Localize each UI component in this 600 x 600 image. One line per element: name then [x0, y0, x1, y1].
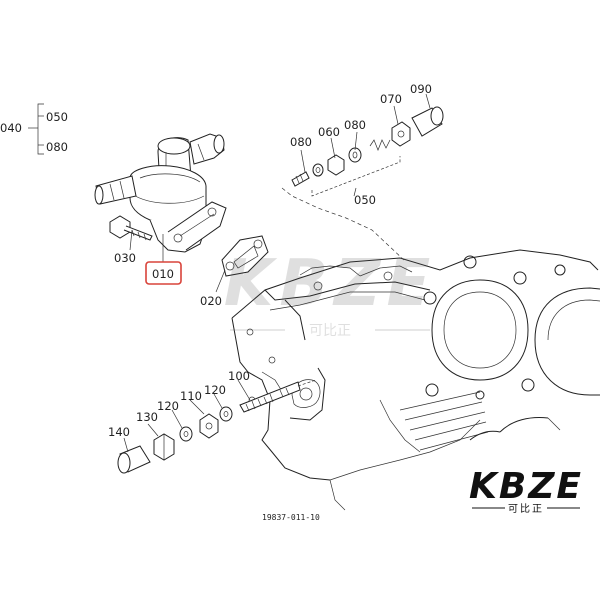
- part-labels: 040 050 080 010 030 020 080 060 080 070 …: [0, 82, 432, 439]
- part-label-050: 050: [46, 110, 68, 124]
- gasket-020: [221, 235, 269, 277]
- fitting-group-050: [281, 106, 444, 261]
- part-label-100: 100: [228, 369, 250, 383]
- part-label-050: 050: [354, 193, 376, 207]
- part-label-080: 080: [344, 118, 366, 132]
- part-label-080: 080: [46, 140, 68, 154]
- watermark: KBZE 可比正: [224, 247, 437, 339]
- part-label-060: 060: [318, 125, 340, 139]
- leader-lines-upper: [129, 93, 431, 293]
- bracket-040: [28, 103, 44, 155]
- part-label-090: 090: [410, 82, 432, 96]
- part-label-080: 080: [290, 135, 312, 149]
- logo-subtext: 可比正: [508, 503, 544, 515]
- leader-lines-lower: [123, 379, 251, 453]
- fitting-group-lower: [117, 379, 317, 474]
- part-label-020: 020: [200, 294, 222, 308]
- logo-text: KBZE: [469, 466, 583, 507]
- part-label-070: 070: [380, 92, 402, 106]
- part-label-120: 120: [204, 383, 226, 397]
- part-label-110: 110: [180, 389, 202, 403]
- watermark-text: KBZE: [224, 247, 437, 321]
- bolt-030: [109, 215, 153, 241]
- part-label-140: 140: [108, 425, 130, 439]
- highlight-box-010: [145, 261, 182, 285]
- brand-logo: KBZE 可比正: [469, 466, 583, 515]
- part-label-130: 130: [136, 410, 158, 424]
- part-label-120: 120: [157, 399, 179, 413]
- fuel-pump-assembly: [94, 133, 227, 253]
- watermark-subtext: 可比正: [309, 323, 351, 339]
- engine-block: [231, 249, 600, 511]
- figure-code: 19837-011-10: [262, 513, 320, 522]
- part-label-040: 040: [0, 121, 22, 135]
- part-label-030: 030: [114, 251, 136, 265]
- part-label-010: 010: [152, 267, 174, 281]
